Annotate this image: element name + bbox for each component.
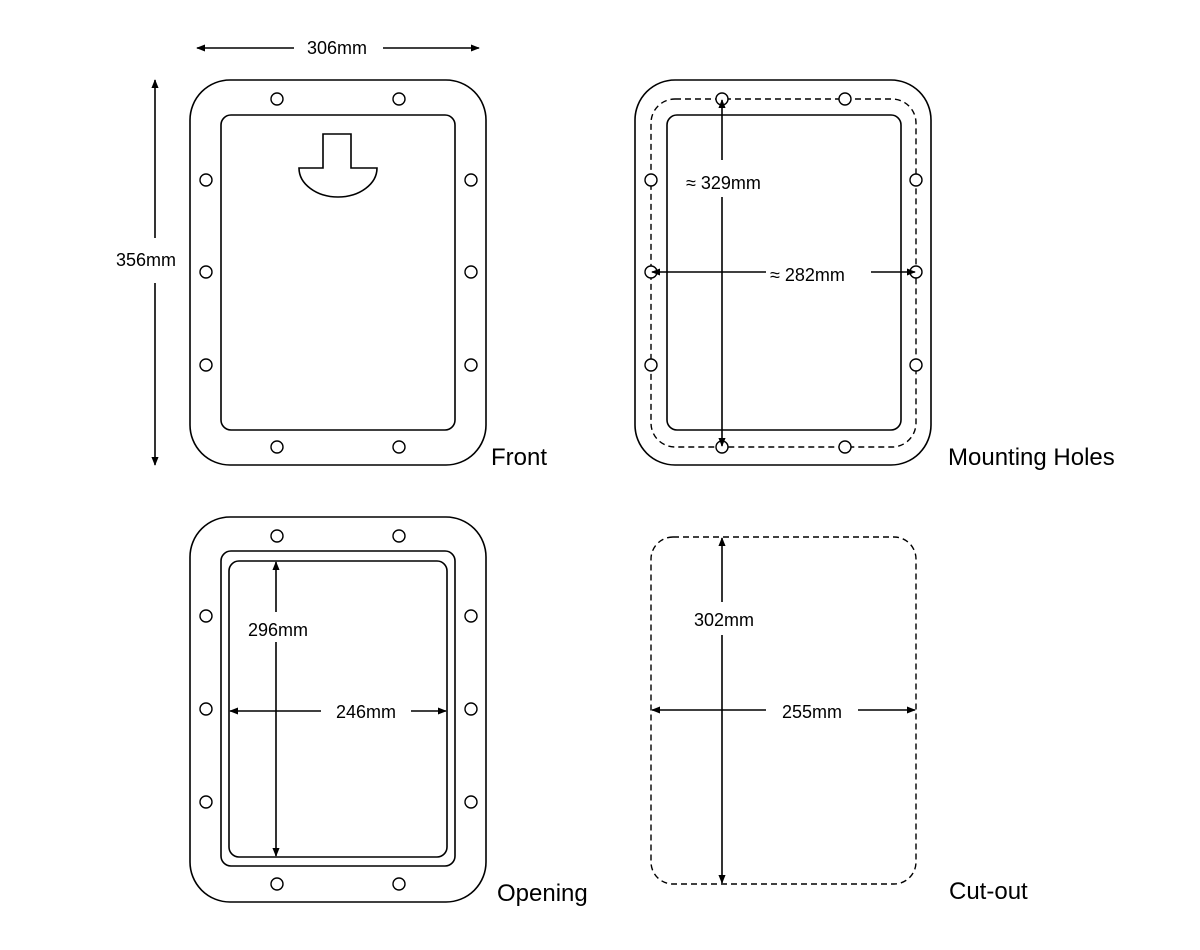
front-holes (199, 92, 478, 454)
opening-view-label: Opening (497, 880, 588, 907)
opening-aperture (228, 560, 448, 858)
cutout-view-label: Cut-out (949, 878, 1028, 905)
mounting-width-label: ≈ 282mm (770, 265, 845, 285)
hole (199, 795, 213, 809)
hole (392, 529, 406, 543)
mounting-holes-view: ≈ 329mm ≈ 282mm Mounting Holes (634, 79, 1115, 471)
opening-view: 296mm 246mm Opening (189, 516, 588, 907)
hole (392, 877, 406, 891)
hole (644, 173, 658, 187)
hole (270, 529, 284, 543)
front-handle (298, 133, 378, 198)
mounting-view-label: Mounting Holes (948, 444, 1115, 471)
hole (909, 173, 923, 187)
hole (392, 92, 406, 106)
hole (199, 702, 213, 716)
hole (838, 440, 852, 454)
opening-height-label: 296mm (248, 620, 308, 640)
hole (199, 173, 213, 187)
front-inner-panel (220, 114, 456, 431)
hole (644, 358, 658, 372)
front-view-label: Front (491, 444, 547, 471)
hole (199, 609, 213, 623)
front-width-label: 306mm (307, 38, 367, 58)
front-outer-flange (189, 79, 487, 466)
hole (270, 440, 284, 454)
front-view: 306mm 356mm Front (116, 38, 547, 471)
hole (464, 358, 478, 372)
hole (270, 92, 284, 106)
hole (392, 440, 406, 454)
front-height-label: 356mm (116, 250, 176, 270)
opening-inner-frame (220, 550, 456, 867)
hole (464, 702, 478, 716)
hole (270, 877, 284, 891)
mounting-height-label: ≈ 329mm (686, 173, 761, 193)
cutout-view: 302mm 255mm Cut-out (650, 536, 1028, 905)
hole (464, 609, 478, 623)
hole (199, 265, 213, 279)
opening-holes (199, 529, 478, 891)
hole (199, 358, 213, 372)
hole (464, 173, 478, 187)
hole (909, 358, 923, 372)
hole (838, 92, 852, 106)
cutout-height-label: 302mm (694, 610, 754, 630)
mounting-outer-flange (634, 79, 932, 466)
opening-width-label: 246mm (336, 702, 396, 722)
cutout-width-label: 255mm (782, 702, 842, 722)
hole (464, 265, 478, 279)
hole (464, 795, 478, 809)
cutout-outline (650, 536, 917, 885)
opening-outer-flange (189, 516, 487, 903)
